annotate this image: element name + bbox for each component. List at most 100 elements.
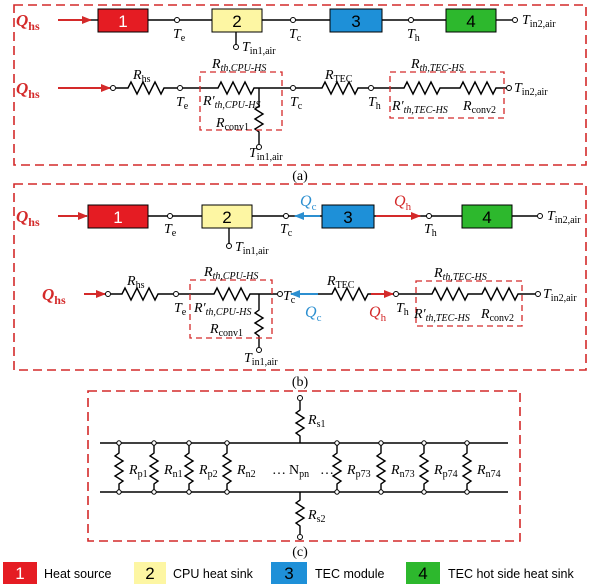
node-th-b2: Th <box>396 301 409 318</box>
node-th: Th <box>407 27 420 44</box>
node-tin2: Tin2,air <box>522 13 556 30</box>
block-cpu-heat-sink <box>211 8 263 33</box>
legend: 1 Heat source 2 CPU heat sink 3 TEC modu… <box>3 562 575 584</box>
qc-label-b2: Qc <box>305 304 322 324</box>
legend-num-2: 2 <box>145 564 154 583</box>
node-tc-b: Tc <box>280 222 293 239</box>
label-rcpu: Rth,CPU-HS <box>211 57 266 74</box>
node-tc: Tc <box>289 27 302 44</box>
label-rtec-hs-b: Rth,TEC-HS <box>433 266 487 283</box>
node-tin1-2: Tin1,air <box>249 146 283 163</box>
block-4-number-b: 4 <box>482 208 491 227</box>
junction-node <box>378 440 384 446</box>
block-tec-module <box>329 8 383 33</box>
node-te-2: Te <box>176 95 189 112</box>
label-rconv2: Rconv2 <box>462 99 496 116</box>
block-1-number-b: 1 <box>113 208 122 227</box>
cpu-hs-group <box>199 71 283 131</box>
label-rtec: RTEC <box>324 68 353 85</box>
legend-swatch-3 <box>271 562 307 584</box>
resistor-rn73 <box>375 443 387 492</box>
panel-a-border <box>13 4 587 166</box>
label-rn2: Rn2 <box>236 463 256 480</box>
legend-label-4: TEC hot side heat sink <box>448 567 575 581</box>
junction-node <box>464 489 470 495</box>
ellipsis-right: … <box>320 463 334 478</box>
label-rcpu-prime-b: R′th,CPU-HS <box>193 301 251 318</box>
caption-b: (b) <box>292 375 309 390</box>
node-tin1-b2: Tin1,air <box>244 351 278 368</box>
resistor-rn1 <box>148 443 160 492</box>
resistor-rhs <box>116 80 177 96</box>
label-rn73: Rn73 <box>390 463 415 480</box>
label-rtec-hs: Rth,TEC-HS <box>410 57 464 74</box>
q-in-label-b2: Qhs <box>42 285 66 307</box>
node-tc-2: Tc <box>290 95 303 112</box>
label-rcpu-b: Rth,CPU-HS <box>203 265 258 282</box>
junction-node <box>378 489 384 495</box>
resistor-rp73 <box>331 443 343 492</box>
block-3-number-b: 3 <box>343 208 352 227</box>
ellipsis-left: … <box>272 463 286 478</box>
junction-node <box>186 440 192 446</box>
panel-c-border <box>87 390 521 542</box>
resistor-rconv1 <box>253 88 265 144</box>
legend-num-4: 4 <box>418 564 427 583</box>
label-rp74: Rp74 <box>433 463 458 480</box>
legend-swatch-4 <box>406 562 440 584</box>
junction-node <box>151 489 157 495</box>
junction-node <box>224 440 230 446</box>
legend-label-1: Heat source <box>44 567 111 581</box>
legend-label-3: TEC module <box>315 567 385 581</box>
caption-c: (c) <box>292 545 308 560</box>
node-tin2-b2: Tin2,air <box>543 287 577 304</box>
legend-label-2: CPU heat sink <box>173 567 254 581</box>
label-rconv1: Rconv1 <box>215 116 249 133</box>
node-tin2-b: Tin2,air <box>547 209 581 226</box>
label-rtec-hs-prime: R′th,TEC-HS <box>391 99 448 116</box>
node-te-b2: Te <box>174 301 187 318</box>
junction-node <box>421 489 427 495</box>
resistor-rcpu <box>183 80 290 96</box>
label-rs1: Rs1 <box>307 413 325 430</box>
node-tin1: Tin1,air <box>242 40 276 57</box>
label-npn: Npn <box>289 463 309 480</box>
panel-a: Qhs 1 2 3 4 Te Tc Th Tin2,air Tin1,air Q… <box>13 4 587 166</box>
label-rp1: Rp1 <box>128 463 148 480</box>
qc-label: Qc <box>300 193 317 213</box>
panel-b-border <box>13 183 587 371</box>
junction-node <box>116 440 122 446</box>
block-tec-hot-side-heat-sink <box>445 8 497 33</box>
junction-node <box>151 440 157 446</box>
resistor-rtec <box>296 80 368 96</box>
junction-node <box>116 489 122 495</box>
label-rconv2-b: Rconv2 <box>480 307 514 324</box>
junction-node <box>224 489 230 495</box>
node-tc-b2: Tc <box>283 289 296 306</box>
panel-c: Rs1 Rs2 Rp1 Rn1 Rp2 Rn2 … Npn … Rp73 Rn7… <box>87 390 521 542</box>
node-tin2-2: Tin2,air <box>514 81 548 98</box>
node-th-b: Th <box>424 222 437 239</box>
legend-swatch-2 <box>134 562 166 584</box>
block-3-number: 3 <box>351 12 360 31</box>
label-rconv1-b: Rconv1 <box>209 322 243 339</box>
resistor-rtec-hs <box>374 80 506 96</box>
label-rhs: Rhs <box>132 68 151 85</box>
block-2-number-b: 2 <box>222 208 231 227</box>
label-rp73: Rp73 <box>346 463 371 480</box>
label-rn74: Rn74 <box>476 463 501 480</box>
label-rtec-b: RTEC <box>326 274 355 291</box>
resistor-rp2 <box>183 443 195 492</box>
q-in-label-b: Qhs <box>16 207 40 229</box>
node-te-b: Te <box>164 222 177 239</box>
pn-resistor-array <box>113 440 473 495</box>
block-heat-source <box>97 8 149 33</box>
node-th-2: Th <box>368 95 381 112</box>
node-tin1-b: Tin1,air <box>235 240 269 257</box>
resistor-rs2 <box>294 492 306 534</box>
junction-node <box>421 440 427 446</box>
resistor-rn2 <box>221 443 233 492</box>
qh-label: Qh <box>394 193 412 213</box>
resistor-rn74 <box>461 443 473 492</box>
label-rhs-b: Rhs <box>126 274 145 291</box>
